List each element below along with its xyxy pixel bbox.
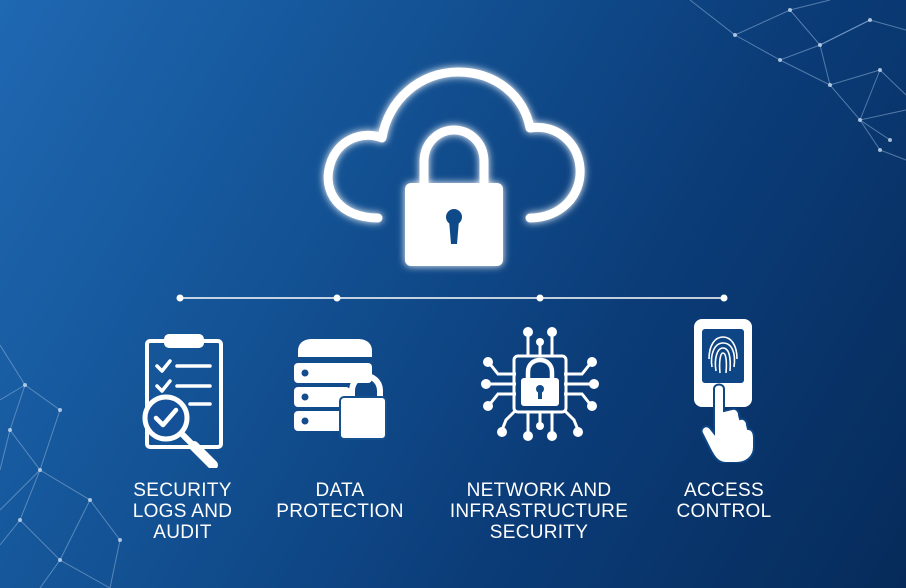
label-line: AUDIT [153,522,212,543]
label-line: PROTECTION [276,501,404,522]
feature-label-data-protection: DATA PROTECTION [260,480,420,522]
circuit-lock-icon [481,327,599,441]
label-line: ACCESS [684,480,764,501]
cloud-lock-icon [323,67,585,266]
label-line: CONTROL [676,501,772,522]
feature-label-access-control: ACCESS CONTROL [655,480,793,522]
clipboard-magnifier-icon [142,334,223,468]
label-line: SECURITY [133,480,232,501]
label-line: DATA [315,480,365,501]
label-line: INFRASTRUCTURE [449,501,629,522]
label-line: NETWORK AND [466,480,612,501]
fingerprint-scanner-icon [694,319,755,463]
server-lock-icon [294,339,387,440]
label-line: SECURITY [489,522,589,543]
connector-line [176,294,728,302]
label-line: LOGS AND [132,501,233,522]
feature-label-security-logs: SECURITY LOGS AND AUDIT [110,480,255,543]
feature-label-network-security: NETWORK AND INFRASTRUCTURE SECURITY [430,480,648,543]
